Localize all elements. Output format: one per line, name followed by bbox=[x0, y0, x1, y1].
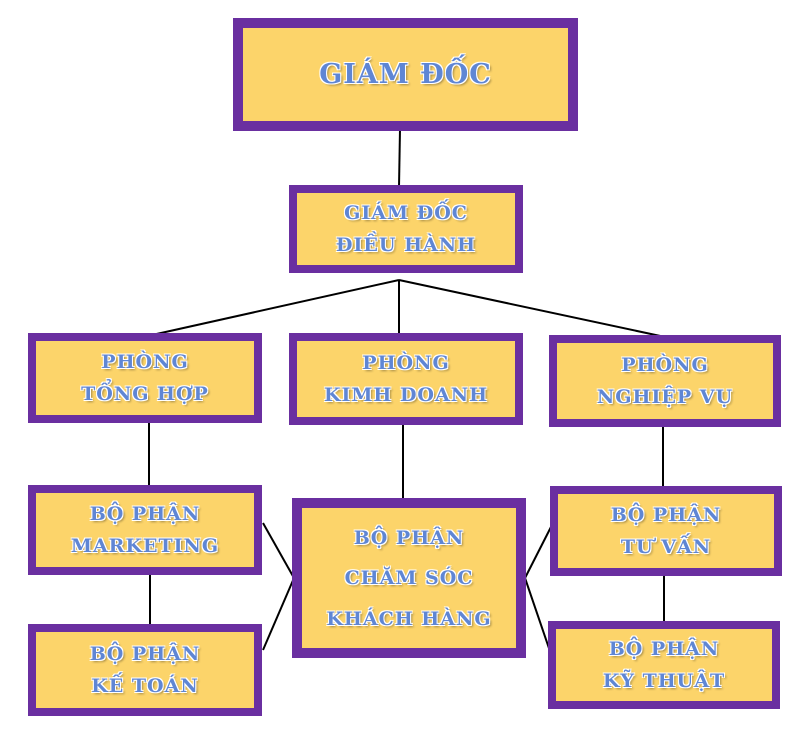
node-giam-doc: GIÁM ĐỐC bbox=[233, 18, 578, 131]
node-label-line: KỸ THUẬT bbox=[602, 669, 726, 692]
edge-ke-toan-to-cham-soc bbox=[262, 577, 295, 651]
edge-gddh-to-tong-hop bbox=[151, 279, 400, 336]
edge-gd-to-gddh bbox=[398, 128, 401, 188]
node-phong-nghiep-vu: PHÒNG NGHIỆP VỤ bbox=[549, 335, 781, 427]
edge-tu-van-to-cham-soc bbox=[524, 522, 554, 579]
node-label-line: KIMH DOANH bbox=[323, 384, 489, 407]
node-label-line: PHÒNG bbox=[101, 351, 189, 373]
node-bo-phan-ky-thuat: BỘ PHẬN KỸ THUẬT bbox=[548, 621, 780, 709]
node-label-line: BỘ PHẬN bbox=[353, 526, 465, 549]
node-label-line: TƯ VẤN bbox=[620, 536, 712, 558]
node-phong-kinh-doanh: PHÒNG KIMH DOANH bbox=[289, 333, 523, 425]
node-label-line: NGHIỆP VỤ bbox=[596, 386, 734, 409]
node-bo-phan-tu-van: BỘ PHẬN TƯ VẤN bbox=[550, 486, 782, 576]
node-bo-phan-cham-soc-khach-hang: BỘ PHẬN CHĂM SÓC KHÁCH HÀNG bbox=[292, 498, 526, 658]
node-bo-phan-marketing: BỘ PHẬN MARKETING bbox=[28, 485, 262, 575]
node-label-line: BỘ PHẬN bbox=[89, 503, 201, 525]
edge-marketing-to-cham-soc bbox=[262, 522, 295, 579]
node-giam-doc-dieu-hanh: GIÁM ĐỐC ĐIỀU HÀNH bbox=[289, 185, 523, 273]
node-label-line: PHÒNG bbox=[362, 351, 450, 374]
node-label-line: BỘ PHẬN bbox=[89, 642, 201, 665]
node-label-line: KHÁCH HÀNG bbox=[326, 607, 492, 630]
node-bo-phan-ke-toan: BỘ PHẬN KẾ TOÁN bbox=[28, 624, 262, 716]
node-label-line: CHĂM SÓC bbox=[344, 567, 474, 589]
node-label-line: ĐIỀU HÀNH bbox=[335, 233, 477, 256]
node-label-line: GIÁM ĐỐC bbox=[344, 202, 468, 225]
node-label-line: MARKETING bbox=[70, 535, 220, 557]
edge-gddh-to-nghiep-vu bbox=[398, 279, 666, 338]
node-label-line: BỘ PHẬN bbox=[610, 504, 722, 526]
node-label-line: BỘ PHẬN bbox=[608, 638, 720, 661]
node-label-line: KẾ TOÁN bbox=[91, 675, 199, 698]
node-phong-tong-hop: PHÒNG TỔNG HỢP bbox=[28, 333, 262, 423]
node-label-line: GIÁM ĐỐC bbox=[319, 59, 492, 90]
node-label-line: PHÒNG bbox=[621, 353, 709, 376]
node-label-line: TỔNG HỢP bbox=[81, 383, 209, 405]
